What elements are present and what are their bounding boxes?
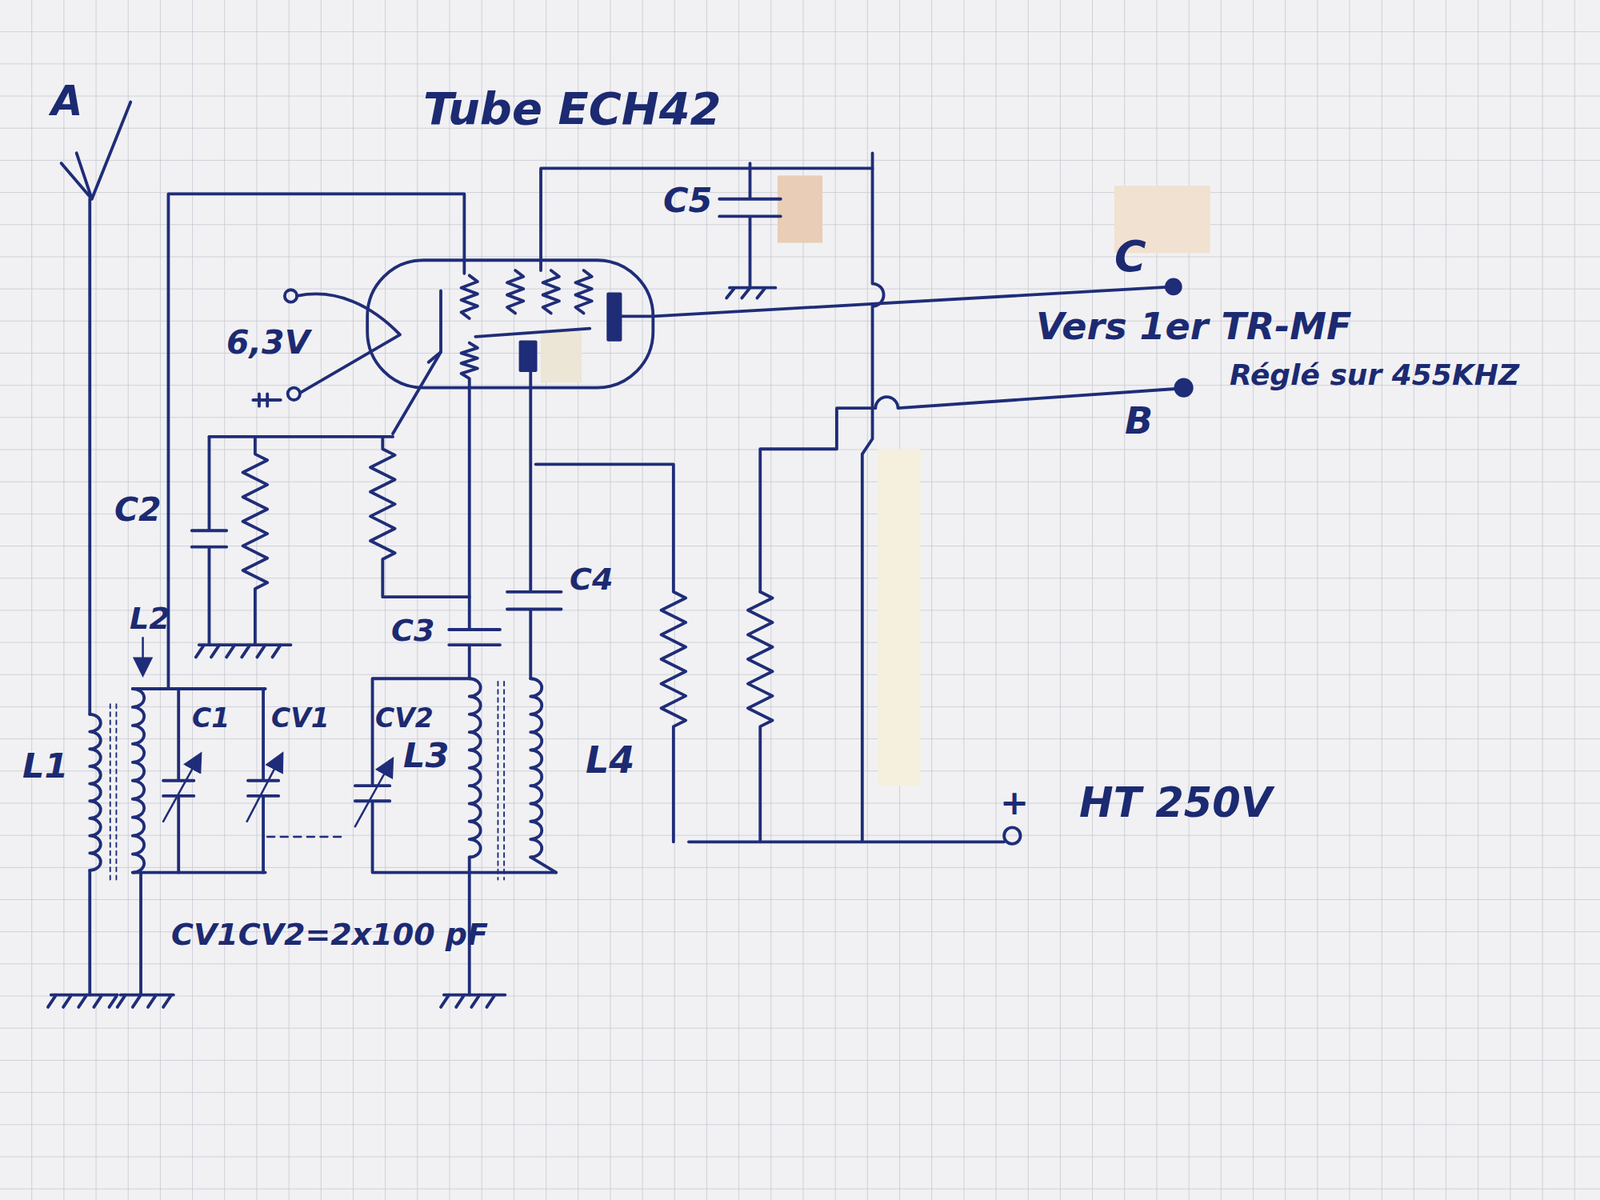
part-label: C [1114, 232, 1147, 280]
part-label: CV1 [271, 704, 330, 733]
part-label: B [1124, 400, 1153, 442]
part-label: CV2 [375, 704, 434, 733]
part-label: L1 [22, 747, 68, 785]
part-label: HT 250V [1079, 780, 1272, 826]
part-label: L2 [129, 602, 171, 636]
part-label: C1 [192, 704, 230, 733]
part-label: C2 [114, 492, 162, 528]
part-label: CV1CV2=2x100 pF [171, 918, 488, 952]
part-label: Réglé sur 455KHZ [1229, 359, 1520, 392]
part-label: C3 [391, 614, 435, 648]
part-label: 6,3V [226, 324, 310, 361]
part-label: + [1000, 784, 1029, 822]
part-label: Tube ECH42 [423, 84, 722, 134]
part-label: L3 [403, 736, 449, 775]
part-label: C4 [569, 563, 613, 597]
part-label: Vers 1er TR-MF [1036, 306, 1352, 348]
part-label: C5 [663, 181, 712, 220]
part-label: A [51, 79, 83, 124]
part-label: L4 [585, 740, 635, 781]
